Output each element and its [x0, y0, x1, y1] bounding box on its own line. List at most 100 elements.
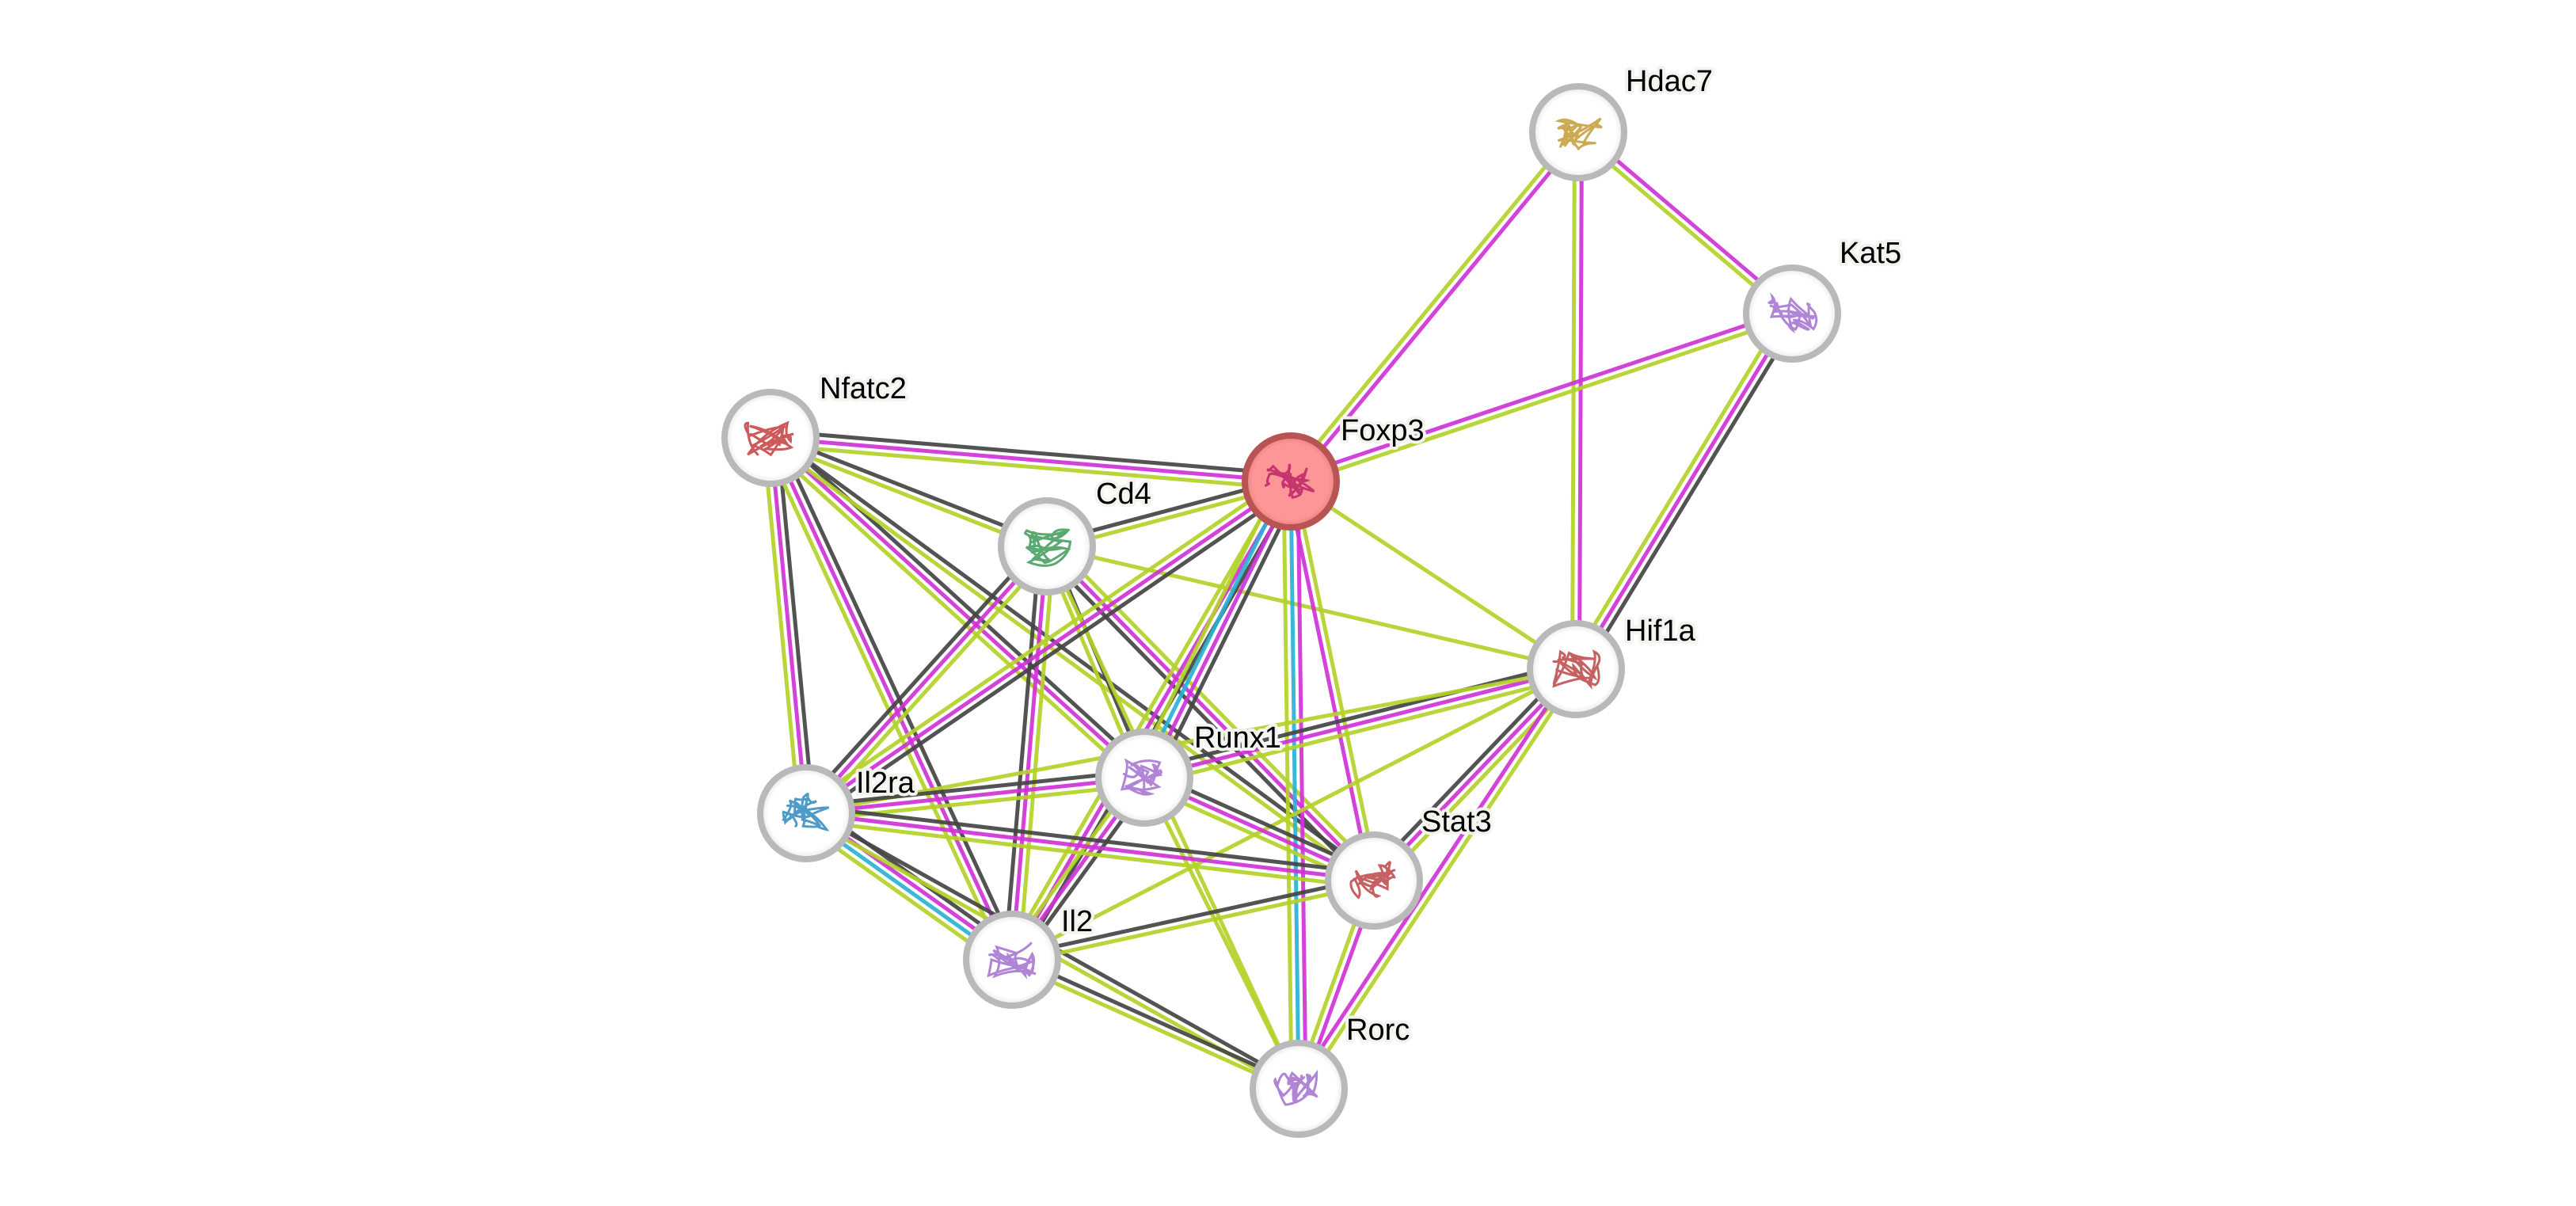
evidence-line-magenta	[1577, 132, 1584, 670]
node-label-cd4[interactable]: Cd4	[1093, 474, 1155, 514]
edge-nfatc2-cd4[interactable]	[768, 432, 1049, 552]
evidence-line-magenta	[1143, 667, 1577, 780]
evidence-line-black	[1010, 875, 1374, 959]
evidence-line-black	[771, 428, 1292, 477]
evidence-line-green	[805, 667, 1577, 816]
evidence-line-green	[1142, 776, 1301, 1090]
node-circle[interactable]	[1250, 1040, 1348, 1138]
evidence-line-green	[764, 441, 1141, 785]
edge-hif1a-il2[interactable]	[1010, 667, 1577, 962]
evidence-line-magenta	[1010, 546, 1049, 961]
evidence-line-green	[801, 474, 1288, 809]
edge-hdac7-hif1a[interactable]	[1570, 131, 1584, 670]
node-label-hif1a[interactable]: Hif1a	[1622, 611, 1699, 651]
edges-layer	[761, 127, 1800, 1094]
node-label-rorc[interactable]: Rorc	[1343, 1010, 1413, 1050]
node-label-nfatc2[interactable]: Nfatc2	[816, 369, 910, 409]
evidence-line-black	[775, 436, 816, 813]
edge-foxp3-rorc[interactable]	[1281, 481, 1308, 1090]
evidence-line-green	[1281, 481, 1294, 1090]
edge-hif1a-rorc[interactable]	[1294, 666, 1581, 1092]
edge-kat5-foxp3[interactable]	[1288, 308, 1794, 487]
edge-kat5-hif1a[interactable]	[1568, 309, 1800, 674]
protein-structure-icon	[1273, 1069, 1318, 1106]
evidence-line-green	[1289, 479, 1577, 671]
node-hif1a[interactable]	[1527, 620, 1625, 718]
edge-hif1a-il2ra[interactable]	[805, 667, 1577, 816]
evidence-line-green	[762, 439, 1008, 964]
evidence-line-green	[1286, 128, 1577, 481]
evidence-line-green	[1004, 477, 1287, 957]
evidence-line-green	[1017, 546, 1056, 961]
edge-nfatc2-il2[interactable]	[762, 434, 1021, 964]
node-foxp3[interactable]	[1242, 432, 1340, 531]
evidence-line-magenta	[805, 545, 1048, 815]
node-label-il2[interactable]: Il2	[1058, 902, 1096, 942]
evidence-line-green	[1010, 667, 1577, 962]
node-runx1[interactable]	[1095, 729, 1193, 827]
evidence-line-black	[805, 768, 1144, 808]
node-label-hdac7[interactable]: Hdac7	[1623, 62, 1716, 101]
node-label-kat5[interactable]: Kat5	[1836, 234, 1904, 273]
edge-foxp3-il2ra[interactable]	[801, 474, 1296, 821]
evidence-line-green	[1299, 670, 1581, 1092]
edge-nfatc2-foxp3[interactable]	[770, 428, 1292, 491]
edge-il2-stat3[interactable]	[1010, 875, 1376, 965]
edge-il2-rorc[interactable]	[1010, 954, 1301, 1094]
edge-nfatc2-il2ra[interactable]	[761, 436, 816, 815]
protein-structure-icon	[1024, 528, 1072, 567]
nodes-layer	[721, 83, 1841, 1138]
edge-runx1-rorc[interactable]	[1142, 776, 1301, 1090]
protein-structure-icon	[1264, 463, 1315, 500]
node-nfatc2[interactable]	[721, 389, 820, 487]
evidence-line-black	[771, 433, 1378, 880]
evidence-line-magenta	[1145, 481, 1296, 781]
evidence-line-green	[770, 443, 1291, 491]
evidence-line-magenta	[1010, 480, 1293, 961]
evidence-line-green	[1568, 309, 1788, 667]
evidence-line-cyan	[1288, 481, 1301, 1090]
node-hdac7[interactable]	[1529, 83, 1627, 181]
node-circle[interactable]	[721, 389, 820, 487]
evidence-line-green	[1145, 674, 1578, 787]
protein-structure-icon	[1120, 758, 1163, 797]
edge-cd4-hif1a[interactable]	[1046, 544, 1577, 671]
node-kat5[interactable]	[1743, 264, 1841, 363]
evidence-line-black	[1367, 663, 1573, 877]
node-label-stat3[interactable]: Stat3	[1418, 802, 1495, 842]
node-il2ra[interactable]	[757, 764, 855, 862]
evidence-line-magenta	[1573, 312, 1794, 671]
evidence-line-magenta	[1296, 481, 1308, 1089]
evidence-line-black	[1142, 660, 1575, 773]
evidence-line-green	[767, 439, 1373, 885]
edge-hdac7-foxp3[interactable]	[1286, 128, 1583, 485]
evidence-line-cyan	[1139, 478, 1290, 778]
evidence-line-magenta	[1288, 308, 1792, 481]
edge-foxp3-hif1a[interactable]	[1289, 479, 1577, 671]
evidence-line-magenta	[769, 436, 1146, 779]
protein-structure-icon	[1767, 292, 1818, 334]
edge-nfatc2-stat3[interactable]	[767, 433, 1378, 885]
evidence-line-magenta	[805, 811, 1375, 883]
evidence-line-magenta	[1285, 481, 1373, 882]
edge-cd4-il2[interactable]	[1003, 546, 1056, 961]
edge-cd4-rorc[interactable]	[1044, 545, 1301, 1090]
node-label-foxp3[interactable]: Foxp3	[1337, 411, 1428, 451]
evidence-line-green	[1012, 881, 1376, 965]
evidence-line-green	[1292, 480, 1379, 881]
evidence-line-green	[1132, 475, 1284, 774]
edge-il2ra-stat3[interactable]	[805, 804, 1376, 890]
node-stat3[interactable]	[1325, 831, 1423, 930]
node-cd4[interactable]	[998, 497, 1096, 595]
edge-hif1a-runx1[interactable]	[1142, 660, 1578, 787]
node-rorc[interactable]	[1250, 1040, 1348, 1138]
edge-foxp3-runx1[interactable]	[1132, 475, 1303, 784]
node-il2[interactable]	[963, 911, 1061, 1009]
node-label-il2ra[interactable]: Il2ra	[853, 763, 919, 803]
node-label-runx1[interactable]: Runx1	[1191, 718, 1284, 758]
edge-foxp3-stat3[interactable]	[1285, 480, 1379, 882]
evidence-line-magenta	[768, 437, 809, 814]
evidence-line-green	[768, 439, 1047, 552]
evidence-line-black	[774, 434, 1021, 958]
